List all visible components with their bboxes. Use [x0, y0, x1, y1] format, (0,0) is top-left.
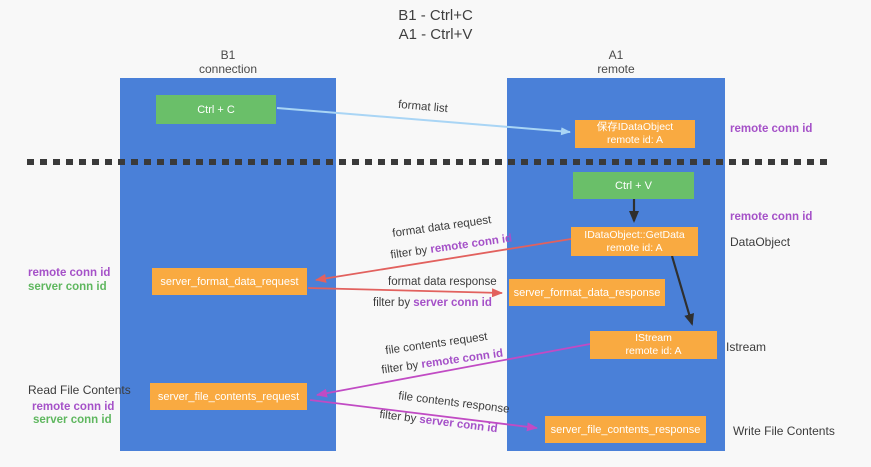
node-save-idataobject-line1: 保存IDataObject	[596, 121, 674, 133]
annotation-istream: Istream	[726, 340, 767, 354]
arrow-format-data-request	[315, 238, 572, 283]
arrow-format-list	[276, 107, 571, 136]
diagram-title: B1 - Ctrl+C A1 - Ctrl+V	[0, 6, 871, 44]
arrow-getdata-to-istream	[670, 255, 694, 326]
node-ctrl-v-label: Ctrl + V	[615, 179, 652, 192]
label-filter-server-conn-id-1: filter by server conn id	[373, 297, 492, 309]
annotation-left-server-conn-id-mid: server conn id	[28, 281, 107, 293]
label-format-data-response: format data response	[388, 276, 497, 288]
clipboard-phase-separator	[27, 159, 833, 165]
node-ctrl-v: Ctrl + V	[573, 172, 694, 199]
node-istream-line1: IStream	[635, 332, 672, 344]
annotation-dataobject: DataObject	[730, 235, 791, 249]
lane-b1-name: B1	[220, 48, 236, 62]
annotation-remote-conn-id-top: remote conn id	[730, 123, 813, 135]
title-line-1: B1 - Ctrl+C	[398, 7, 473, 24]
node-server-file-contents-response: server_file_contents_response	[545, 416, 706, 443]
arrow-file-contents-request	[316, 343, 591, 398]
lane-header-b1: B1 connection	[120, 48, 336, 76]
node-save-idataobject: 保存IDataObject remote id: A	[575, 120, 695, 148]
lane-a1-name: A1	[608, 48, 624, 62]
lane-b1-role: connection	[198, 62, 258, 76]
annotation-write-file-contents: Write File Contents	[733, 424, 835, 438]
node-server-format-data-request: server_format_data_request	[152, 268, 307, 295]
filter-key-server-1: server conn id	[413, 297, 492, 309]
node-server-format-data-request-label: server_format_data_request	[160, 275, 299, 288]
node-save-idataobject-line2: remote id: A	[606, 134, 664, 146]
node-ctrl-c: Ctrl + C	[156, 95, 276, 124]
node-server-format-data-response-label: server_format_data_response	[513, 286, 661, 299]
node-idataobject-getdata: IDataObject::GetData remote id: A	[571, 227, 698, 256]
annotation-left-server-conn-id-bottom: server conn id	[33, 414, 112, 426]
annotation-read-file-contents: Read File Contents	[28, 383, 131, 397]
node-getdata-line1: IDataObject::GetData	[584, 228, 685, 241]
annotation-remote-conn-id-mid: remote conn id	[730, 211, 813, 223]
node-server-file-contents-response-label: server_file_contents_response	[550, 423, 701, 436]
node-istream: IStream remote id: A	[590, 331, 717, 359]
node-istream-line2: remote id: A	[625, 345, 682, 357]
node-server-file-contents-request: server_file_contents_request	[150, 383, 307, 410]
title-line-2: A1 - Ctrl+V	[398, 26, 473, 43]
node-getdata-line2: remote id: A	[606, 241, 663, 254]
arrow-file-contents-response	[309, 399, 538, 432]
lane-a1-role: remote	[597, 62, 635, 76]
filter-prefix-2: filter by	[373, 297, 414, 309]
arrow-format-data-response	[307, 287, 503, 298]
node-server-format-data-response: server_format_data_response	[509, 279, 665, 306]
node-ctrl-c-label: Ctrl + C	[197, 103, 235, 116]
annotation-left-remote-conn-id-mid: remote conn id	[28, 267, 111, 279]
node-server-file-contents-request-label: server_file_contents_request	[157, 390, 300, 403]
annotation-left-remote-conn-id-bottom: remote conn id	[32, 401, 115, 413]
lane-header-a1: A1 remote	[507, 48, 725, 76]
